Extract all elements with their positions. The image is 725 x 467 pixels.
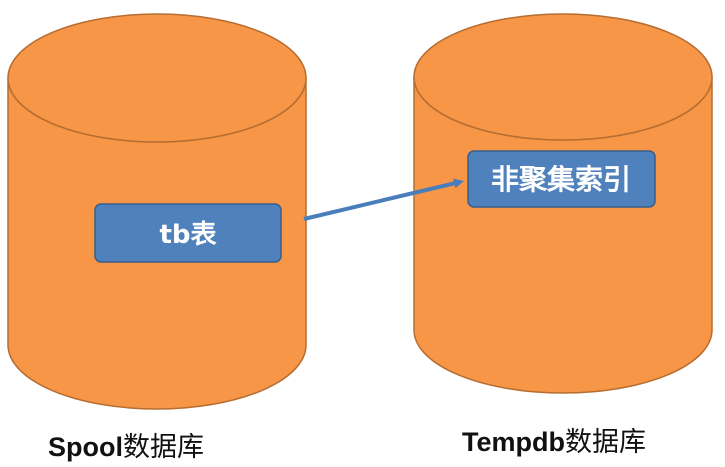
spool-caption-suffix: 数据库	[123, 432, 204, 463]
tempdb-caption-suffix: 数据库	[565, 427, 646, 458]
spool-caption-prefix: Spool	[48, 432, 123, 462]
tb-table-label: tb表	[159, 220, 217, 250]
nonclustered-index-label: 非聚集索引	[491, 163, 631, 196]
spool-database-caption: Spool数据库	[48, 425, 204, 464]
cylinder-top	[413, 13, 713, 141]
cylinder-top	[7, 13, 307, 143]
connector-arrow	[303, 178, 464, 221]
tempdb-caption-prefix: Tempdb	[462, 427, 565, 457]
nonclustered-index-box: 非聚集索引	[467, 150, 656, 208]
tb-table-box: tb表	[94, 203, 282, 263]
tempdb-database-caption: Tempdb数据库	[462, 420, 646, 459]
